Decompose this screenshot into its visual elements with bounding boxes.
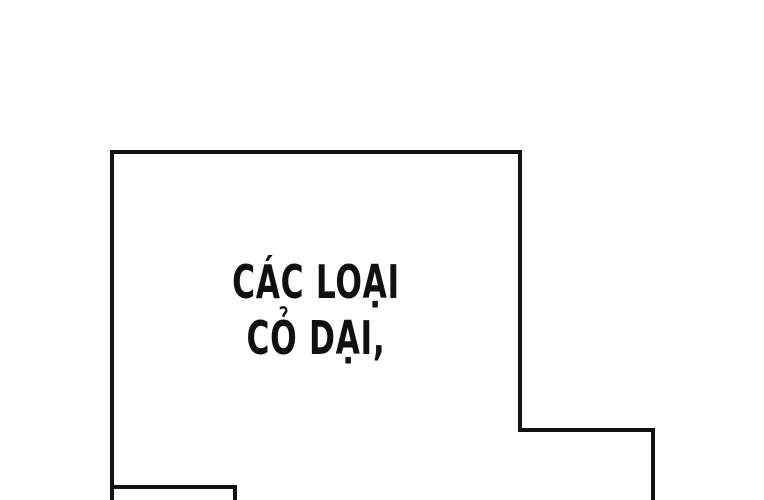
panel-border	[110, 150, 655, 500]
caption-text: CÁC LOẠI CỎ DẠI,	[177, 254, 454, 366]
caption-line-2: CỎ DẠI,	[246, 311, 386, 365]
panel-border-bottom-notch	[112, 485, 237, 500]
caption-line-1: CÁC LOẠI	[232, 255, 400, 309]
